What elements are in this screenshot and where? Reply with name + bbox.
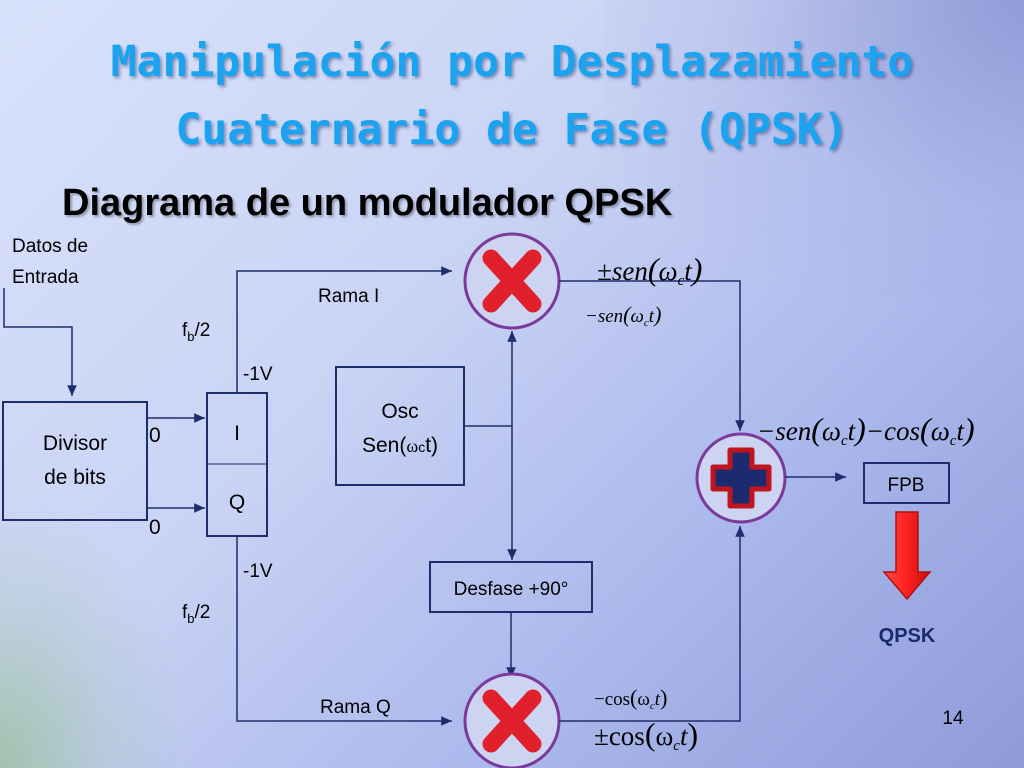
expr-q-bottom: ±cos(ωct) [594,716,698,754]
multiply-x-icon [482,689,542,753]
bit-splitter-label-line-2: de bits [44,466,106,489]
multiplier-i [463,232,561,330]
down-arrow-icon [882,511,932,601]
wire-rama-i [236,266,452,393]
multiplier-q [463,672,561,768]
wire-mult-q-to-adder [559,526,745,722]
oscillator-label-line-2: Sen(ωct) [362,434,438,457]
i-label: I [234,422,240,445]
input-wire [3,288,77,396]
wire-rama-q [236,536,452,726]
expr-i-bottom: −sen(ωct) [585,302,661,329]
low-pass-filter-label: FPB [888,475,925,496]
expr-q-top: −cos(ωct) [594,685,667,712]
bit-splitter-block [2,401,148,521]
title-line-2: Cuaternario de Fase (QPSK) [175,105,849,155]
multiply-x-icon [482,249,542,313]
expr-i-top: ±sen(ωct) [597,251,702,289]
page-number: 14 [942,708,964,729]
background-gradient-left [0,508,180,768]
subtitle: Diagrama de un modulador QPSK [62,182,673,224]
low-pass-filter-block [863,462,950,504]
level-neg-top: -1V [243,364,273,385]
rate-label-bottom: fb/2 [182,602,210,626]
rama-i-label: Rama I [318,286,379,307]
expr-sum: −sen(ωct)−cos(ωct) [757,411,975,449]
oscillator-label-line-1: Osc [381,400,418,423]
level-neg-bottom: -1V [243,561,273,582]
adder [695,432,787,524]
q-label: Q [229,491,245,514]
input-label-line-2: Entrada [12,267,79,288]
rama-q-label: Rama Q [320,697,391,718]
rate-label-top: fb/2 [182,320,210,344]
bit-splitter-label-line-1: Divisor [43,432,107,455]
input-label-line-1: Datos de [12,236,88,257]
level-zero-bottom: 0 [149,516,161,539]
title-line-1: Manipulación por Desplazamiento [110,37,914,87]
background-gradient-right [604,0,1024,300]
plus-icon [710,447,772,509]
wire-mult-i-to-adder [559,280,745,431]
output-label: QPSK [879,625,936,647]
phase-shift-label: Desfase +90° [454,579,569,600]
level-zero-top: 0 [149,424,161,447]
oscillator-block [335,366,465,486]
